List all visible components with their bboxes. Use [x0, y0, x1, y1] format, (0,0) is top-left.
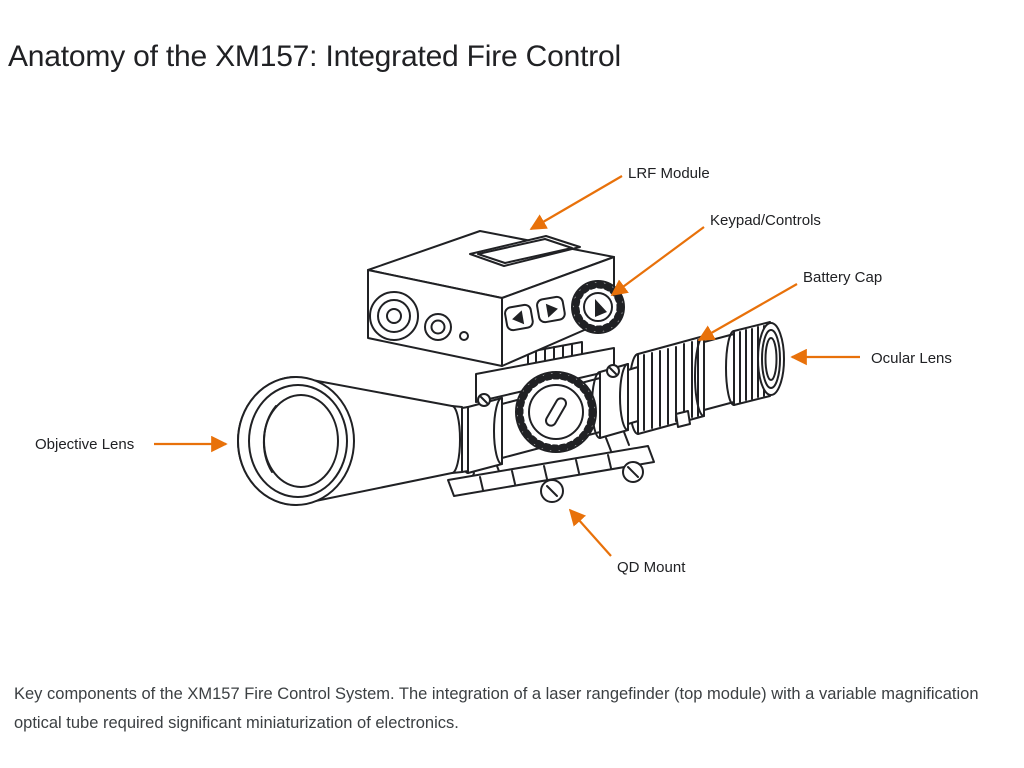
lrf-lens-apertures: [369, 291, 469, 341]
arrow-qd-mount: [568, 508, 612, 557]
lrf-module-drawing: [367, 230, 625, 367]
rear-ring-drawing: [591, 363, 629, 439]
label-keypad-controls: Keypad/Controls: [710, 212, 821, 229]
arrow-battery-cap: [697, 283, 798, 341]
label-ocular-lens: Ocular Lens: [871, 350, 952, 367]
lrf-display-window: [469, 235, 581, 267]
figure-caption: Key components of the XM157 Fire Control…: [14, 685, 979, 732]
control-dial-drawing: [571, 280, 625, 334]
ocular-assembly-drawing: [628, 321, 785, 435]
qd-mount-drawing: [447, 431, 655, 503]
objective-bell-drawing: [237, 376, 461, 506]
scope-drawing: [237, 230, 785, 506]
label-qd-mount: QD Mount: [617, 559, 686, 576]
label-battery-cap: Battery Cap: [803, 269, 883, 286]
label-lrf-module: LRF Module: [628, 165, 710, 182]
callout-arrows: [154, 175, 860, 557]
arrow-keypad-controls: [610, 226, 705, 296]
keypad-drawing: [504, 295, 566, 332]
turret-knob-drawing: [515, 371, 597, 453]
label-objective-lens: Objective Lens: [35, 436, 135, 453]
page-title: Anatomy of the XM157: Integrated Fire Co…: [8, 40, 621, 73]
arrow-lrf-module: [529, 175, 623, 230]
